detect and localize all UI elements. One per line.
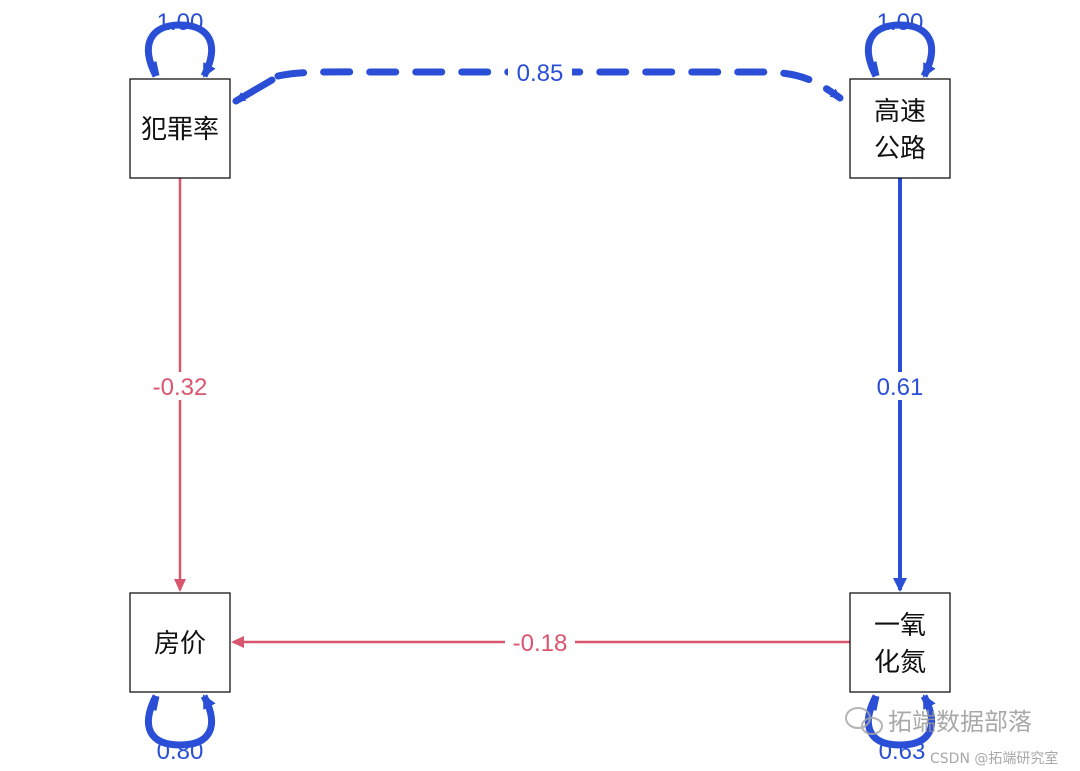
node-crime-rate: 犯罪率	[129, 78, 231, 179]
loop-label-crime: 1.00	[157, 9, 204, 36]
edge-label-crime-price: -0.32	[153, 374, 208, 401]
watermark: 拓端数据部落 CSDN @拓端研究室	[845, 707, 1058, 767]
node-house-price-label: 房价	[154, 629, 206, 659]
node-highway: 高速 公路	[849, 78, 951, 179]
node-highway-label-line1: 高速	[874, 97, 926, 127]
edge-label-nox-price: -0.18	[513, 630, 568, 657]
edge-label-highway-nox: 0.61	[877, 374, 924, 401]
node-nox: 一氧 化氮	[849, 592, 951, 693]
loop-label-price: 0.80	[157, 738, 204, 765]
node-crime-rate-label: 犯罪率	[141, 115, 219, 145]
node-nox-label-line1: 一氧	[874, 611, 926, 641]
node-nox-label-line2: 化氮	[874, 648, 926, 678]
loop-crime	[144, 21, 216, 78]
wechat-icon	[845, 707, 883, 735]
watermark-sub-text: CSDN @拓端研究室	[930, 750, 1058, 767]
loop-label-highway: 1.00	[877, 9, 924, 36]
loop-price	[144, 694, 216, 749]
loop-label-nox: 0.63	[879, 738, 926, 765]
node-highway-label-line2: 公路	[874, 134, 926, 164]
edge-crime-highway-covariance	[232, 68, 844, 105]
node-house-price: 房价	[129, 592, 231, 693]
watermark-main-text: 拓端数据部落	[888, 708, 1032, 736]
edge-label-crime-highway: 0.85	[517, 60, 564, 87]
loop-nox	[864, 694, 936, 749]
loop-highway	[864, 21, 936, 78]
